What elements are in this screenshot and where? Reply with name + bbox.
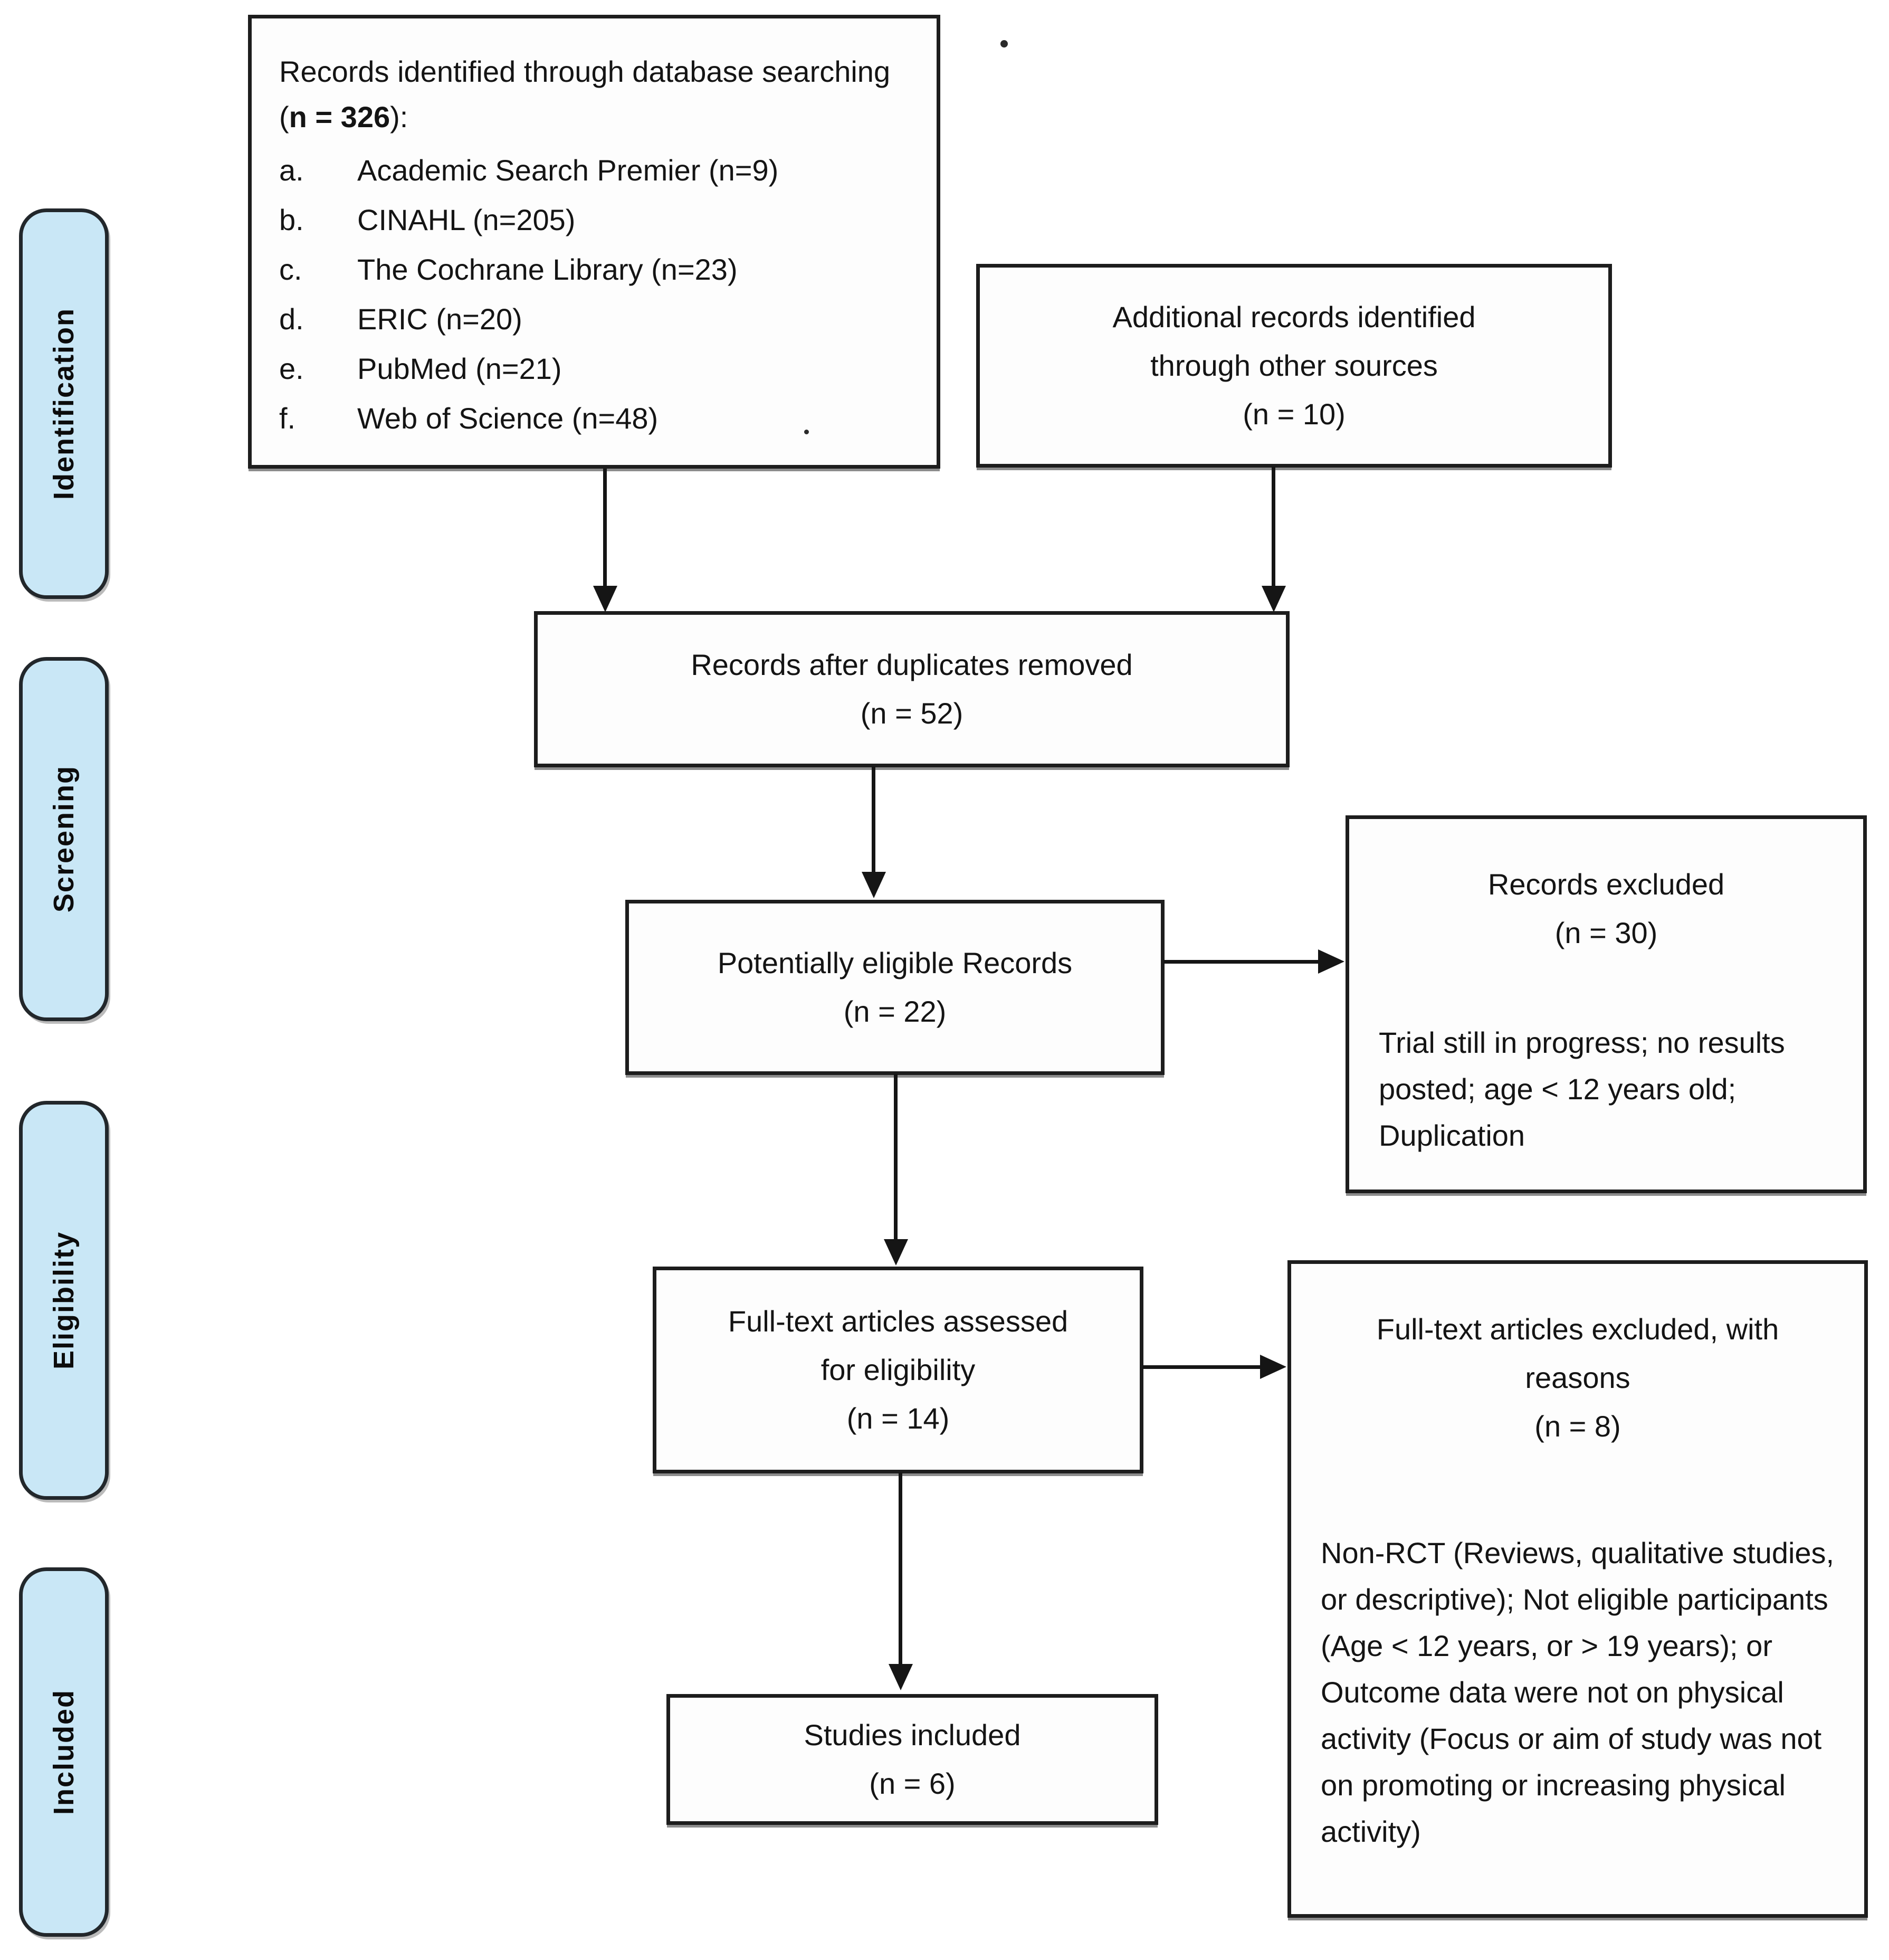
- arrow-eligible-to-fulltext-head: [884, 1239, 908, 1266]
- box-records-excluded: Records excluded (n = 30) Trial still in…: [1346, 815, 1867, 1193]
- stage-screening-label: Screening: [48, 765, 80, 913]
- list-item: d. ERIC (n=20): [279, 302, 522, 336]
- box-fulltext-excluded-title: reasons: [1525, 1361, 1630, 1394]
- box-additional-records-count: (n = 10): [1243, 397, 1346, 431]
- box-fulltext-excluded-title: Full-text articles excluded, with: [1376, 1312, 1779, 1346]
- stage-identification: Identification: [19, 208, 109, 599]
- artifact-dot: [804, 430, 809, 434]
- arrow-eligible-to-excluded-head: [1318, 949, 1344, 974]
- box-records-excluded-reasons: Trial still in progress; no results post…: [1379, 1026, 1785, 1152]
- box-duplicates-removed-count: (n = 52): [860, 697, 963, 730]
- box-studies-included: Studies included (n = 6): [666, 1694, 1158, 1825]
- box-duplicates-removed-line: Records after duplicates removed: [691, 648, 1133, 681]
- arrow-fulltext-to-included-line: [899, 1472, 902, 1669]
- box-records-excluded-count: (n = 30): [1554, 916, 1658, 949]
- box-fulltext-assessed-line: Full-text articles assessed: [728, 1305, 1068, 1338]
- arrow-fulltext-to-excluded-head: [1260, 1355, 1286, 1379]
- box-fulltext-assessed-line: for eligibility: [821, 1353, 976, 1386]
- arrow-dedup-to-eligible-head: [862, 872, 886, 898]
- stage-identification-label: Identification: [48, 308, 80, 500]
- arrow-additional-to-dedup-head: [1262, 586, 1286, 612]
- box-additional-records-line: Additional records identified: [1112, 300, 1476, 334]
- arrow-eligible-to-fulltext-line: [894, 1074, 898, 1244]
- box-fulltext-assessed-count: (n = 14): [846, 1402, 950, 1435]
- box-records-excluded-title: Records excluded: [1487, 868, 1725, 901]
- stage-eligibility: Eligibility: [19, 1101, 109, 1500]
- box-potentially-eligible: Potentially eligible Records (n = 22): [625, 900, 1165, 1075]
- arrow-database-to-dedup-line: [603, 469, 607, 591]
- arrow-fulltext-to-excluded-line: [1142, 1365, 1264, 1369]
- list-item: e. PubMed (n=21): [279, 352, 562, 385]
- stage-included: Included: [19, 1567, 109, 1937]
- box-fulltext-excluded-count: (n = 8): [1534, 1410, 1621, 1443]
- arrow-fulltext-to-included-head: [889, 1664, 913, 1690]
- arrow-database-to-dedup-head: [593, 586, 617, 612]
- artifact-dot: [1000, 40, 1008, 47]
- box-potentially-eligible-line: Potentially eligible Records: [717, 946, 1073, 979]
- arrow-eligible-to-excluded-line: [1163, 960, 1322, 964]
- box-database-records-title: Records identified through database sear…: [279, 55, 891, 134]
- stage-eligibility-label: Eligibility: [48, 1231, 80, 1370]
- box-duplicates-removed: Records after duplicates removed (n = 52…: [534, 611, 1290, 767]
- box-fulltext-excluded: Full-text articles excluded, with reason…: [1287, 1260, 1868, 1918]
- arrow-dedup-to-eligible-line: [872, 766, 875, 876]
- box-studies-included-line: Studies included: [804, 1718, 1021, 1752]
- box-fulltext-excluded-reasons: Non-RCT (Reviews, qualitative studies, o…: [1321, 1536, 1835, 1848]
- box-potentially-eligible-count: (n = 22): [843, 995, 947, 1028]
- list-item: f. Web of Science (n=48): [279, 402, 659, 435]
- list-item: a. Academic Search Premier (n=9): [279, 154, 779, 187]
- arrow-additional-to-dedup-line: [1272, 467, 1275, 591]
- list-item: c. The Cochrane Library (n=23): [279, 253, 738, 286]
- stage-screening: Screening: [19, 657, 109, 1021]
- stage-included-label: Included: [48, 1689, 80, 1815]
- list-item: b. CINAHL (n=205): [279, 203, 576, 236]
- box-studies-included-count: (n = 6): [869, 1767, 956, 1800]
- box-additional-records-line: through other sources: [1150, 349, 1438, 382]
- box-database-records: Records identified through database sear…: [248, 15, 940, 469]
- box-fulltext-assessed: Full-text articles assessed for eligibil…: [653, 1267, 1143, 1473]
- box-additional-records: Additional records identified through ot…: [976, 264, 1612, 468]
